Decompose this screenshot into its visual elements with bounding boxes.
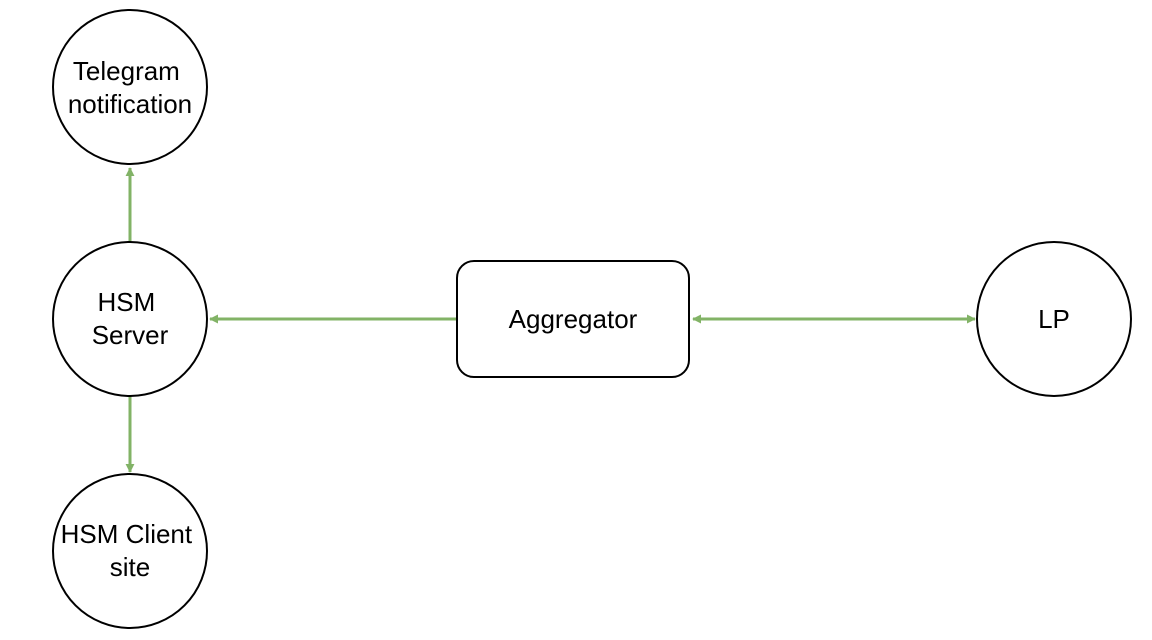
node-telegram-shape — [52, 9, 208, 165]
node-aggregator-shape — [456, 260, 690, 378]
node-hsm-server-label-line2: Server — [92, 320, 169, 350]
node-lp[interactable]: LP — [976, 241, 1132, 397]
edges — [125, 167, 976, 473]
node-telegram-label: Telegram notification — [68, 56, 192, 119]
node-telegram-notification[interactable]: Telegram notification — [52, 9, 208, 165]
node-hsm-client-label-line2: site — [110, 552, 150, 582]
node-telegram-label-line2: notification — [68, 89, 192, 119]
node-hsm-server-shape — [52, 241, 208, 397]
node-lp-shape — [976, 241, 1132, 397]
node-lp-label: LP — [1038, 304, 1070, 334]
node-aggregator-label: Aggregator — [509, 304, 638, 334]
node-hsm-server-label: HSM Server — [92, 287, 169, 350]
node-hsm-client-site[interactable]: HSM Client site — [52, 473, 208, 629]
node-hsm-client-label-line1: HSM Client — [61, 519, 193, 549]
node-hsm-server[interactable]: HSM Server — [52, 241, 208, 397]
node-aggregator[interactable]: Aggregator — [456, 260, 690, 378]
node-telegram-label-line1: Telegram — [73, 56, 180, 86]
node-hsm-server-label-line1: HSM — [97, 287, 155, 317]
node-hsm-client-shape — [52, 473, 208, 629]
node-hsm-client-label: HSM Client site — [61, 519, 200, 582]
